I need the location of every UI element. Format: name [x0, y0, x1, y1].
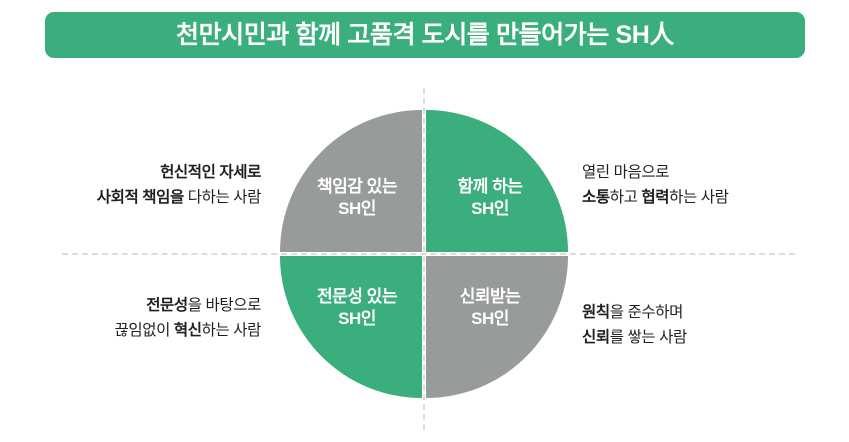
quadrant-circle-diagram: 책임감 있는 SH인 함께 하는 SH인 전문성 있는 SH인 신뢰받는 SH인	[280, 110, 568, 398]
description-bold-text: 헌신적인 자세로	[160, 164, 261, 181]
description-line-1: 전문성을 바탕으로	[115, 293, 261, 318]
description-expertise: 전문성을 바탕으로 끊임없이 혁신하는 사람	[114, 293, 262, 343]
quadrant-label-line2: SH인	[338, 309, 376, 328]
description-bold-text: 사회적 책임을	[96, 189, 184, 207]
description-trust: 원칙을 준수하며 신뢰를 쌓는 사람	[582, 300, 687, 350]
guide-line-horizontal	[62, 253, 795, 255]
description-togetherness: 열린 마음으로 소통하고 협력하는 사람	[582, 160, 729, 210]
description-responsibility: 헌신적인 자세로 사회적 책임을 다하는 사람	[96, 160, 262, 210]
quadrant-label-line1: 책임감 있는	[317, 176, 397, 196]
description-normal-text: 하고	[609, 189, 642, 207]
description-normal-text: 다하는 사람	[183, 189, 262, 207]
quadrant-label-line1: 전문성 있는	[317, 286, 397, 306]
quadrant-label-line2: SH인	[471, 199, 509, 218]
quadrant-togetherness[interactable]: 함께 하는 SH인	[426, 110, 568, 252]
description-line-1: 원칙을 준수하며	[582, 300, 687, 325]
quadrant-label-line1: 함께 하는	[457, 176, 523, 196]
description-normal-text-2: 하는 사람	[669, 189, 729, 207]
description-bold-text-2: 혁신	[173, 322, 202, 340]
description-normal-text-2: 를 쌓는 사람	[609, 329, 688, 347]
description-normal-text: 열린 마음으로	[582, 164, 670, 181]
quadrant-responsibility[interactable]: 책임감 있는 SH인	[280, 110, 422, 252]
description-line-2: 끊임없이 혁신하는 사람	[114, 318, 262, 343]
description-line-2: 신뢰를 쌓는 사람	[582, 325, 687, 350]
guide-line-vertical	[423, 88, 425, 430]
quadrant-trust[interactable]: 신뢰받는 SH인	[426, 256, 568, 398]
description-bold-text-2: 신뢰	[582, 329, 610, 347]
description-bold-text: 전문성	[146, 297, 188, 314]
description-bold-text-2: 협력	[641, 189, 670, 207]
description-normal-text: 을 바탕으로	[187, 297, 262, 314]
quadrant-label-line2: SH인	[338, 199, 376, 218]
quadrant-label-group: 함께 하는 SH인	[458, 176, 523, 221]
quadrant-label-group: 책임감 있는 SH인	[317, 176, 397, 221]
description-bold-text: 소통	[582, 189, 610, 207]
description-line-1: 열린 마음으로	[582, 160, 728, 185]
description-normal-text: 을 준수하며	[609, 304, 684, 321]
quadrant-label-line1: 신뢰받는	[459, 286, 521, 306]
description-line-1: 헌신적인 자세로	[97, 160, 261, 185]
page-title: 천만시민과 함께 고품격 도시를 만들어가는 SH人	[175, 20, 675, 49]
header-banner: 천만시민과 함께 고품격 도시를 만들어가는 SH人	[45, 12, 805, 58]
description-line-2: 사회적 책임을 다하는 사람	[96, 185, 262, 210]
description-normal-text-a: 끊임없이	[114, 322, 174, 340]
quadrant-label-line2: SH인	[471, 309, 509, 328]
description-normal-text-b: 하는 사람	[201, 322, 262, 340]
quadrant-label-group: 전문성 있는 SH인	[317, 286, 397, 331]
quadrant-label-group: 신뢰받는 SH인	[460, 286, 521, 331]
description-line-2: 소통하고 협력하는 사람	[582, 185, 729, 210]
description-bold-text: 원칙	[582, 304, 610, 321]
quadrant-expertise[interactable]: 전문성 있는 SH인	[280, 256, 422, 398]
